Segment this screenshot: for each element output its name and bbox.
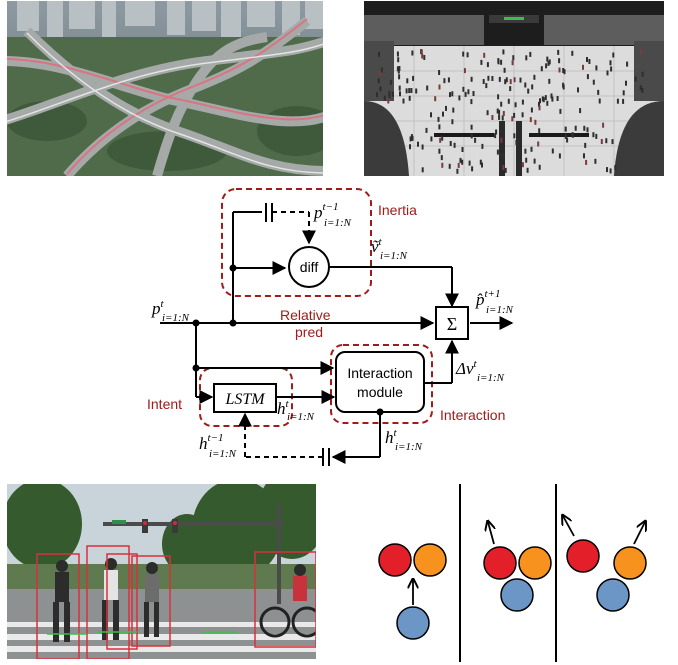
agent-orange xyxy=(613,546,647,580)
agent-red xyxy=(566,539,600,573)
highway-interchange-photo xyxy=(7,1,323,176)
highway-interchange-image xyxy=(7,1,323,176)
pred-label: pred xyxy=(295,324,323,340)
simulated-crowd-photo xyxy=(364,1,664,176)
simulated-crowd-image xyxy=(364,1,664,176)
panel-2 xyxy=(483,522,552,612)
interaction-module-line2: module xyxy=(357,384,403,400)
delta-v-label: Δvti=1:N xyxy=(455,358,505,384)
agent-interaction-illustration xyxy=(378,484,678,662)
diff-text: diff xyxy=(300,259,319,275)
lstm-text: LSTM xyxy=(224,391,266,408)
model-diagram: Inertia Intent Interaction Relative pred… xyxy=(147,188,514,466)
agent-red xyxy=(378,543,412,577)
agent-arrow xyxy=(633,522,645,545)
sum-node xyxy=(435,306,469,340)
pedestrian-crosswalk-photo xyxy=(7,484,316,659)
lstm-node xyxy=(213,383,277,413)
relative-label: Relative xyxy=(280,307,331,323)
agent-orange xyxy=(413,543,447,577)
agent-blue xyxy=(396,606,430,640)
agent-orange xyxy=(518,546,552,580)
agent-blue xyxy=(500,578,534,612)
interaction-module-node xyxy=(335,351,425,413)
pedestrian-crosswalk-image xyxy=(7,484,316,659)
panel-1 xyxy=(378,543,447,640)
sum-symbol: Σ xyxy=(447,314,457,334)
junction-dots xyxy=(192,264,384,416)
agent-arrow xyxy=(563,516,575,537)
agent-blue xyxy=(596,578,630,612)
inertia-region xyxy=(221,188,372,297)
interaction-module-line1: Interaction xyxy=(347,365,412,381)
agent-red xyxy=(483,546,517,580)
intent-label: Intent xyxy=(147,396,182,412)
interaction-label: Interaction xyxy=(440,407,505,423)
panel-3 xyxy=(563,516,647,612)
inertia-label: Inertia xyxy=(378,202,417,218)
agent-arrow xyxy=(488,522,494,545)
